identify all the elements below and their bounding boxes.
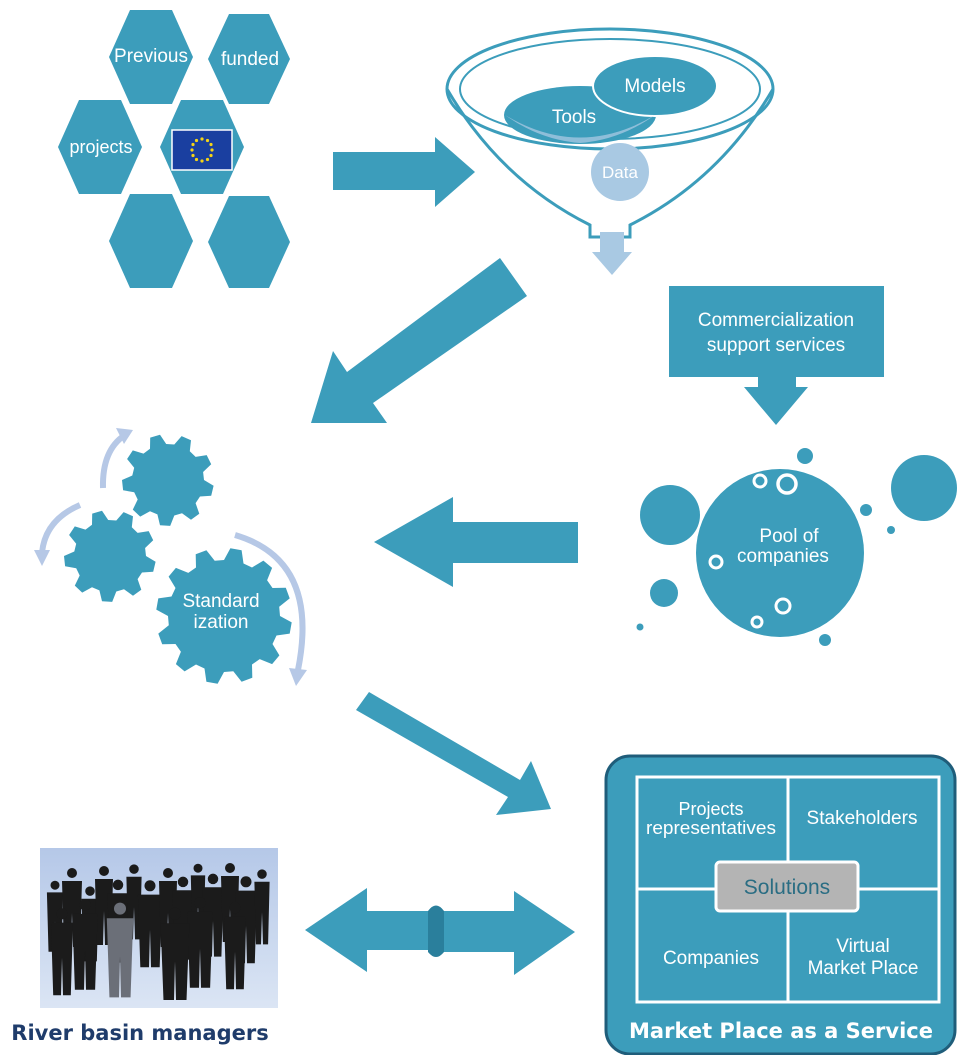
- funnel-label-data: Data: [602, 163, 638, 182]
- funnel-item-models-shape: [592, 55, 718, 117]
- gear-cycle-arrow-left: [39, 502, 82, 554]
- person-silhouette: [160, 907, 190, 1000]
- funnel-models-tools-data: Models Tools Data: [445, 27, 775, 239]
- gear-large-shape: [156, 548, 292, 684]
- gear-cycle-arrow-top: [99, 432, 127, 489]
- quadrant-companies: Companies: [663, 948, 759, 969]
- gear-cycle-arrow-right: [234, 532, 306, 671]
- commercialization-arrow-down: [744, 377, 808, 425]
- hex-empty-left: [109, 194, 193, 288]
- hex-label-funded: funded: [221, 49, 279, 70]
- crowd-silhouettes: [46, 863, 270, 1000]
- bubble-tiny-left: [636, 623, 644, 631]
- arrow-pool-to-standardization: [374, 497, 578, 587]
- solutions-label: Solutions: [744, 876, 830, 899]
- commercialization-line2: support services: [707, 335, 845, 356]
- quadrant-virtual-line1: Virtual: [836, 936, 890, 957]
- gear-cycle-arrowhead-top: [116, 428, 133, 444]
- ring-2: [776, 473, 798, 495]
- arrow-standardization-to-marketplace: [356, 692, 551, 815]
- pool-main-bubble: [696, 469, 864, 637]
- arrow-funnel-to-standardization: [311, 258, 527, 423]
- funnel-label-models: Models: [624, 76, 685, 97]
- commercialization-callout: Commercialization support services: [669, 286, 884, 425]
- eu-flag-icon: [171, 129, 233, 171]
- hex-empty-right: [208, 196, 290, 288]
- bubble-small-top: [797, 448, 813, 464]
- person-silhouette: [106, 902, 134, 998]
- bubble-small-right: [860, 504, 872, 516]
- gear-small-top-shape: [122, 434, 214, 526]
- standardization-line2: ization: [194, 612, 249, 633]
- hex-label-projects: projects: [69, 137, 132, 157]
- commercialization-line1: Commercialization: [698, 310, 854, 331]
- river-basin-managers-image: [40, 848, 278, 1008]
- bubble-medium: [650, 579, 678, 607]
- person-silhouette: [72, 898, 98, 990]
- quadrant-projects-line1: Projects: [678, 799, 743, 819]
- person-silhouette: [224, 902, 246, 990]
- standardization-line1: Standard: [182, 591, 259, 612]
- ring-5: [750, 615, 764, 629]
- marketplace-caption: Market Place as a Service: [629, 1019, 933, 1043]
- gear-standardization: [156, 548, 292, 684]
- person-silhouette: [137, 880, 163, 968]
- quadrant-virtual-line2: Market Place: [808, 958, 919, 979]
- gear-small-left: [64, 510, 156, 602]
- hex-projects: [58, 100, 142, 194]
- marketplace-as-a-service: Solutions Projects representatives Stake…: [604, 754, 957, 1055]
- previous-projects-hex-cluster: Previous funded projects: [58, 10, 290, 288]
- hex-funded: [208, 14, 290, 104]
- bidirectional-arrow: [305, 888, 575, 975]
- quadrant-stakeholders: Stakeholders: [807, 808, 918, 829]
- pool-of-companies-bubbles: Pool of companies: [636, 448, 957, 646]
- gear-small-top: [122, 434, 214, 526]
- arrow-to-marketplace: [436, 891, 575, 975]
- quadrant-projects-line2: representatives: [646, 818, 776, 838]
- arrow-fold: [428, 905, 444, 957]
- gear-cycle-arrowhead-right: [289, 668, 307, 686]
- ring-1: [752, 473, 768, 489]
- river-basin-caption: River basin managers: [11, 1021, 268, 1045]
- solutions-box: [714, 860, 860, 913]
- funnel-output-arrow: [592, 232, 632, 275]
- ring-3: [708, 554, 724, 570]
- bubble-small-bottom: [819, 634, 831, 646]
- gear-small-left-shape: [64, 510, 156, 602]
- funnel-item-data-shape: [591, 143, 649, 201]
- hex-previous: [109, 10, 193, 104]
- gear-cycle-arrowhead-left: [34, 550, 50, 566]
- person-silhouette: [51, 908, 73, 996]
- funnel-label-tools: Tools: [552, 107, 596, 128]
- person-silhouette: [187, 896, 213, 988]
- bubble-large-right: [891, 455, 957, 521]
- pool-line2: companies: [737, 546, 829, 567]
- pool-line1: Pool of: [759, 526, 819, 547]
- standardization-gears: Standard ization: [34, 428, 307, 686]
- hex-label-previous: Previous: [114, 46, 188, 67]
- bubble-tiny-right: [887, 526, 895, 534]
- person-silhouette: [254, 869, 270, 945]
- bubble-large-left: [640, 485, 700, 545]
- commercialization-box: [669, 286, 884, 377]
- arrow-to-river-basin: [305, 888, 435, 972]
- ring-4: [774, 597, 792, 615]
- arrow-right-to-funnel: [333, 137, 475, 207]
